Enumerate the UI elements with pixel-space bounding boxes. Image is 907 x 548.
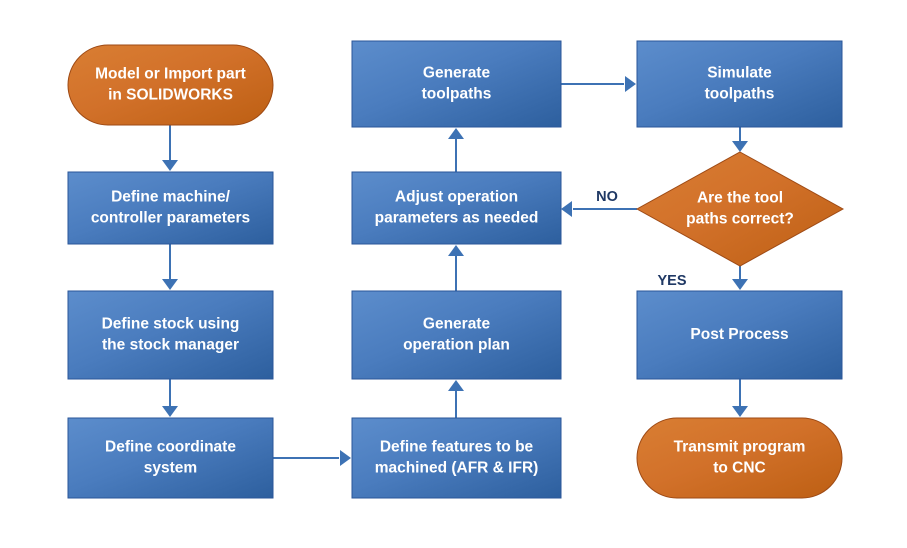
connector-stock-to-coordinate	[162, 379, 178, 417]
connector-coordinate-to-features	[273, 450, 351, 466]
node-label: Post Process	[690, 326, 788, 343]
edge-labels-layer: NO YES	[596, 189, 687, 289]
node-shape-rect[interactable]	[636, 290, 843, 380]
node-shape-rect[interactable]	[67, 417, 274, 499]
node-shape-rect[interactable]	[351, 417, 562, 499]
connector-arrowhead	[448, 245, 464, 256]
connector-machine-to-stock	[162, 244, 178, 290]
connector-arrowhead	[162, 406, 178, 417]
connector-arrowhead	[732, 141, 748, 152]
connector-arrowhead	[162, 279, 178, 290]
node-shape-rect[interactable]	[67, 171, 274, 245]
connector-generate-to-simulate	[561, 76, 636, 92]
connector-arrowhead	[732, 279, 748, 290]
connector-model-to-machine	[162, 125, 178, 171]
connector-features-to-operation-plan	[448, 380, 464, 418]
connectors-layer	[162, 76, 748, 466]
connector-post-process-to-transmit	[732, 379, 748, 417]
edge-label-yes: YES	[657, 273, 686, 289]
node-shape-pill[interactable]	[67, 44, 274, 126]
node-shape-rect[interactable]	[351, 171, 562, 245]
connector-decision-yes-to-post-process	[732, 266, 748, 290]
connector-simulate-to-decision	[732, 127, 748, 152]
node-shape-rect[interactable]	[67, 290, 274, 380]
connector-arrowhead	[162, 160, 178, 171]
node-post-process[interactable]: Post Process	[636, 290, 843, 380]
node-define-machine-parameters[interactable]: Define machine/controller parameters	[67, 171, 274, 245]
edge-label-no: NO	[596, 189, 618, 205]
node-shape-pill[interactable]	[636, 417, 843, 499]
connector-arrowhead	[340, 450, 351, 466]
node-shape-rect[interactable]	[351, 40, 562, 128]
connector-arrowhead	[448, 380, 464, 391]
node-shape-diamond[interactable]	[635, 151, 845, 267]
node-shape-rect[interactable]	[351, 290, 562, 380]
connector-arrowhead	[448, 128, 464, 139]
connector-operation-plan-to-adjust	[448, 245, 464, 291]
connector-arrowhead	[732, 406, 748, 417]
connector-arrowhead	[561, 201, 572, 217]
connector-decision-no-to-adjust	[561, 201, 637, 217]
node-label: Define machine/controller parameters	[91, 189, 250, 227]
connector-adjust-to-generate-toolpaths	[448, 128, 464, 172]
connector-arrowhead	[625, 76, 636, 92]
node-shape-rect[interactable]	[636, 40, 843, 128]
